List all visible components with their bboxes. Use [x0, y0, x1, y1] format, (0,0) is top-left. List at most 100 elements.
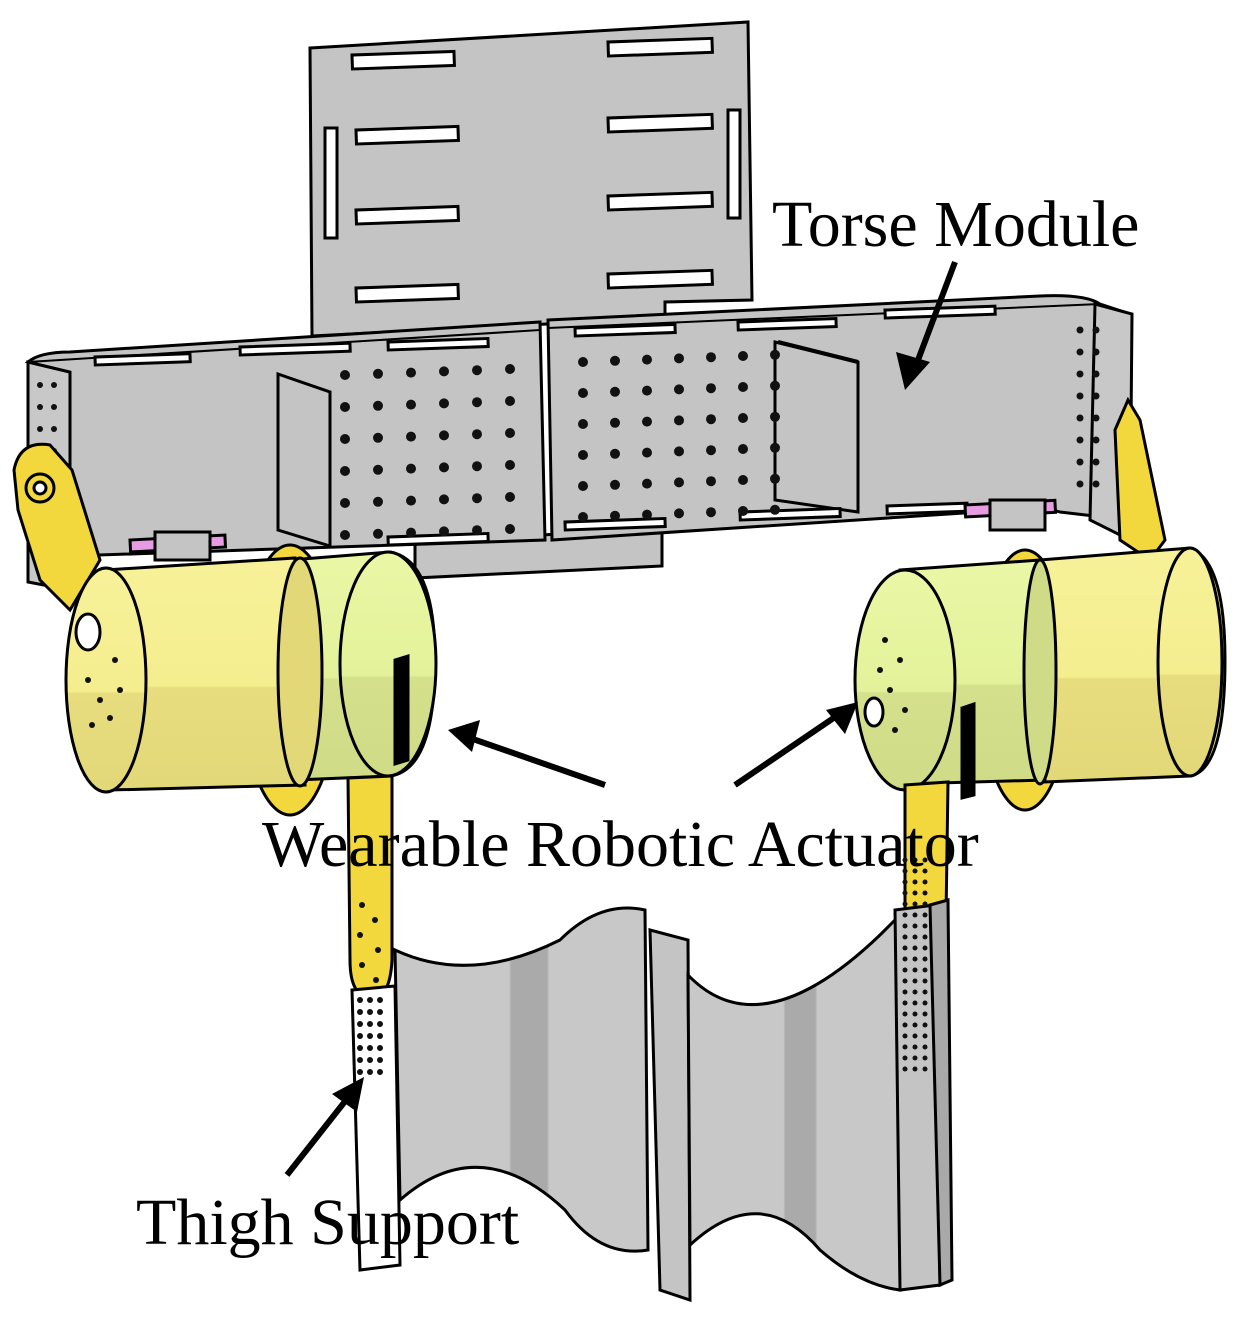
hole — [922, 879, 928, 885]
hole — [1076, 348, 1084, 356]
hole — [642, 509, 652, 520]
hole — [922, 868, 928, 874]
hole — [367, 1045, 373, 1051]
hole — [770, 411, 780, 422]
hole — [902, 989, 908, 995]
hole — [377, 1009, 383, 1015]
hole — [770, 442, 780, 453]
hole — [642, 478, 652, 489]
hole — [472, 525, 482, 536]
torso-module-label: Torse Module — [772, 188, 1140, 261]
hole — [912, 1055, 918, 1061]
hole — [738, 351, 748, 361]
hole — [610, 417, 620, 428]
hole — [706, 476, 716, 487]
hole — [912, 956, 918, 962]
hole — [902, 945, 908, 951]
hole — [902, 1011, 908, 1017]
hole — [406, 495, 416, 506]
hole — [377, 1045, 383, 1051]
hole — [902, 978, 908, 984]
thigh-support-label: Thigh Support — [136, 1186, 520, 1259]
hole — [367, 997, 373, 1003]
hole — [377, 1069, 383, 1075]
hole — [1092, 370, 1100, 378]
hole — [902, 1055, 908, 1061]
hole — [642, 416, 652, 427]
hole — [922, 934, 928, 940]
hole — [357, 1009, 363, 1015]
hole — [610, 510, 620, 521]
hole — [912, 1000, 918, 1006]
hole — [1092, 436, 1100, 444]
hole — [1076, 414, 1084, 422]
hole — [367, 1069, 373, 1075]
arrow-icon — [448, 702, 858, 788]
hole — [357, 1069, 363, 1075]
hole — [902, 1033, 908, 1039]
hole — [706, 445, 716, 456]
hole — [922, 912, 928, 918]
hole — [912, 1044, 918, 1050]
hole-pattern-icon — [37, 326, 1100, 542]
hole — [902, 1000, 908, 1006]
hole — [912, 912, 918, 918]
hole — [472, 397, 482, 408]
hole — [406, 367, 416, 378]
hole — [610, 386, 620, 397]
hole — [37, 382, 43, 388]
hole — [578, 481, 588, 491]
hole — [770, 473, 780, 484]
hole-pattern-icon — [357, 857, 928, 1075]
hole — [377, 997, 383, 1003]
hole — [922, 978, 928, 984]
hole — [1092, 458, 1100, 466]
hole — [406, 399, 416, 410]
hole — [505, 396, 515, 406]
hole — [922, 1011, 928, 1017]
hole — [912, 890, 918, 896]
hole — [1076, 458, 1084, 466]
hole — [902, 1044, 908, 1050]
hole — [902, 868, 908, 874]
hole — [922, 1033, 928, 1039]
hole — [642, 354, 652, 365]
right-actuator — [853, 396, 1227, 992]
hole — [373, 464, 383, 475]
hole — [439, 398, 449, 409]
hole — [902, 1022, 908, 1028]
arrow-icon — [896, 260, 958, 390]
hole — [738, 444, 748, 454]
hole — [922, 945, 928, 951]
hole — [357, 1045, 363, 1051]
hole — [902, 857, 908, 863]
hole — [578, 357, 588, 367]
hole — [902, 1066, 908, 1072]
hole — [610, 448, 620, 459]
hole — [922, 901, 928, 907]
hole — [902, 901, 908, 907]
hole — [738, 506, 748, 516]
hole — [706, 383, 716, 394]
hole — [37, 404, 43, 410]
hole — [912, 857, 918, 863]
hole — [1092, 392, 1100, 400]
hole — [902, 934, 908, 940]
hole — [578, 388, 588, 398]
hole — [922, 857, 928, 863]
hole — [439, 462, 449, 473]
hole — [902, 890, 908, 896]
hole — [373, 496, 383, 507]
arrow-icon — [284, 1077, 364, 1177]
hole — [340, 466, 350, 476]
hole — [377, 1021, 383, 1027]
hole — [1076, 326, 1084, 334]
hole — [439, 366, 449, 377]
hole — [578, 450, 588, 460]
hole — [406, 463, 416, 474]
slot-icon — [323, 36, 742, 304]
hole — [340, 370, 350, 380]
hole — [922, 956, 928, 962]
